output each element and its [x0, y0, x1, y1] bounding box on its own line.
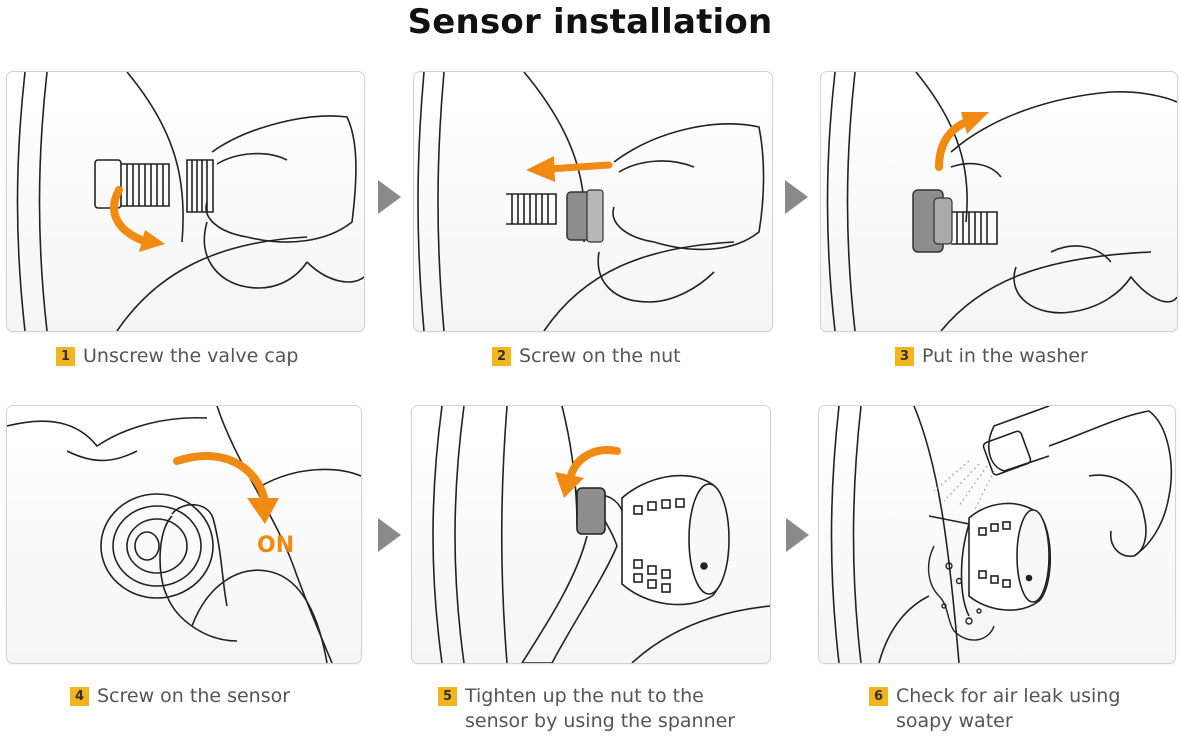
step-1-caption: 1 Unscrew the valve cap [56, 344, 298, 369]
step-5-illustration [411, 405, 771, 664]
step-5-number-badge: 5 [438, 687, 457, 706]
step-2-caption: 2 Screw on the nut [492, 344, 681, 369]
step-6-text-line-2: soapy water [896, 710, 1013, 732]
step-3-caption: 3 Put in the washer [895, 344, 1088, 369]
step-3-text: Put in the washer [922, 345, 1088, 367]
step-5-text-line-1: Tighten up the nut to the [465, 685, 704, 707]
page-title: Sensor installation [407, 2, 773, 42]
nut-screw-icon [417, 72, 765, 331]
step-6-illustration [818, 405, 1176, 664]
step-2-text: Screw on the nut [519, 345, 681, 367]
sensor-screw-icon: ON [7, 406, 361, 663]
step-4-text: Screw on the sensor [97, 685, 291, 707]
step-4-caption: 4 Screw on the sensor [70, 684, 290, 709]
step-6-number-badge: 6 [869, 687, 888, 706]
step-1-text: Unscrew the valve cap [83, 345, 299, 367]
step-6-caption: 6 Check for air leak using soapy water [869, 684, 1120, 734]
step-4-number-badge: 4 [70, 687, 89, 706]
on-label: ON [257, 533, 294, 558]
next-step-arrow [785, 180, 808, 214]
leak-check-icon [830, 406, 1172, 663]
step-3-illustration [820, 71, 1178, 332]
step-2-illustration [413, 71, 773, 332]
spanner-tighten-icon [432, 406, 770, 663]
step-1-number-badge: 1 [56, 347, 75, 366]
step-5-text-line-2: sensor by using the spanner [465, 710, 736, 732]
step-3-number-badge: 3 [895, 347, 914, 366]
next-step-arrow [786, 518, 809, 552]
step-2-number-badge: 2 [492, 347, 511, 366]
next-step-arrow [378, 180, 401, 214]
step-1-illustration [6, 71, 365, 332]
next-step-arrow [378, 518, 401, 552]
step-4-illustration: ON [6, 405, 362, 664]
step-6-text-line-1: Check for air leak using [896, 685, 1121, 707]
washer-icon [826, 72, 1177, 331]
valve-cap-unscrew-icon [16, 72, 364, 331]
step-5-caption: 5 Tighten up the nut to the sensor by usi… [438, 684, 735, 734]
